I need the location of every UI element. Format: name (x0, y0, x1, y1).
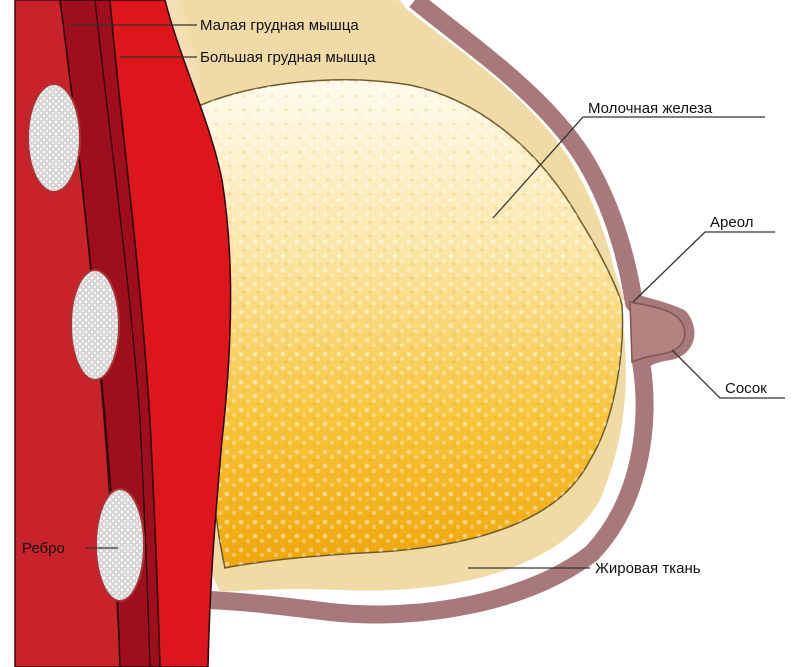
label-areola: Ареол (710, 214, 753, 231)
label-major-pectoral: Большая грудная мышца (200, 49, 376, 66)
rib-bone-2 (71, 270, 119, 380)
rib-bone-1 (28, 84, 80, 192)
label-minor-pectoral: Малая грудная мышца (200, 17, 359, 34)
label-fat-tissue: Жировая ткань (595, 560, 701, 577)
rib-bone-3 (96, 489, 144, 601)
label-mammary-gland: Молочная железа (588, 100, 713, 117)
label-rib: Ребро (22, 540, 65, 557)
label-nipple: Сосок (725, 380, 767, 397)
